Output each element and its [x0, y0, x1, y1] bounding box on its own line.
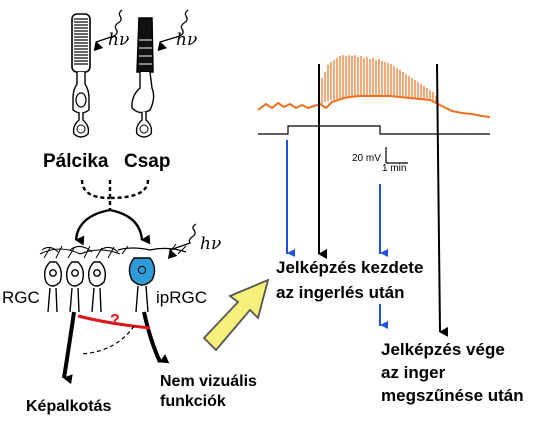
dashed-cross-pathway — [79, 325, 135, 355]
spike-train — [321, 55, 437, 104]
iprgc-label: ipRGC — [156, 288, 208, 307]
rod-cell — [71, 13, 91, 138]
firing-onset-note: Jelképzés kezdete az ingerlés után — [276, 255, 423, 305]
firing-onset-line: az ingerlés után — [276, 283, 405, 302]
membrane-trace — [257, 95, 491, 118]
cone-cell — [131, 17, 155, 138]
image-forming-label: Képalkotás — [26, 398, 112, 415]
photon-wiggle-icon — [167, 223, 197, 260]
iprgc-to-image-pathway — [77, 314, 151, 330]
photon-label: hν — [200, 234, 222, 254]
firing-offset-line: az inger — [381, 363, 446, 382]
scale-voltage-label: 20 mV — [352, 153, 381, 164]
photon-wiggle-icon — [93, 9, 123, 52]
cone-label: Csap — [124, 151, 171, 172]
non-visual-arrow — [142, 311, 170, 364]
merge-connector — [80, 179, 150, 210]
firing-offset-line: megszűnése után — [381, 386, 524, 405]
split-arrow-right — [109, 208, 151, 245]
highlight-arrow — [202, 278, 270, 352]
non-visual-line: funkciók — [160, 393, 226, 410]
unknown-pathway-mark: ? — [110, 312, 120, 329]
stimulus-trace — [258, 125, 490, 135]
scale-bar — [385, 147, 408, 164]
firing-onset-line: Jelképzés kezdete — [276, 258, 424, 277]
rgc-cluster — [43, 261, 107, 313]
rod-label: Pálcika — [43, 151, 109, 172]
dendrite-layer — [39, 245, 121, 259]
photon-wiggle-icon — [157, 9, 189, 52]
iprgc-cell — [117, 243, 187, 313]
spike-recording — [257, 55, 491, 135]
non-visual-label: Nem vizuális funkciók — [160, 372, 257, 412]
image-forming-arrow — [62, 311, 76, 385]
offset-marker-line — [436, 63, 449, 337]
photon-label: hν — [176, 30, 198, 50]
split-arrow-left — [74, 208, 111, 246]
scale-time-label: 1 min — [382, 163, 407, 174]
firing-offset-line: Jelképzés vége — [381, 340, 505, 359]
photon-label: hν — [108, 30, 130, 50]
rgc-label: RGC — [2, 288, 40, 307]
firing-offset-note: Jelképzés vége az inger megszűnése után — [381, 338, 524, 407]
non-visual-line: Nem vizuális — [160, 373, 257, 390]
